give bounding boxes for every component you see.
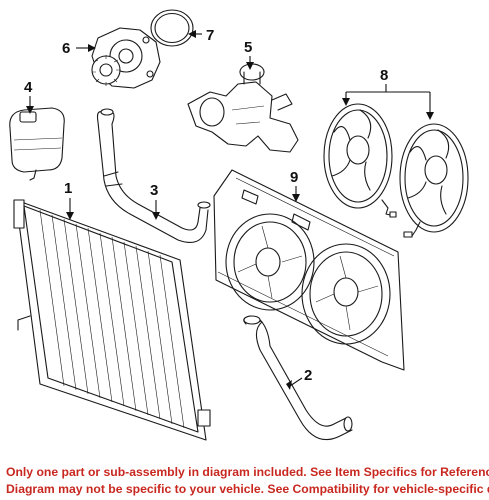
callout-1: 1 xyxy=(64,180,74,220)
lower-radiator-hose-drawing xyxy=(243,315,353,441)
callout-3: 3 xyxy=(150,182,160,220)
callout-7-label: 7 xyxy=(206,27,214,44)
callout-5: 5 xyxy=(244,39,254,70)
water-pump-drawing xyxy=(91,27,161,89)
diagram-disclaimer: Only one part or sub-assembly in diagram… xyxy=(0,462,489,500)
fan-motors-drawing xyxy=(323,103,469,238)
upper-radiator-hose-drawing xyxy=(96,108,211,243)
callout-4: 4 xyxy=(24,79,34,114)
callout-2: 2 xyxy=(286,367,312,390)
callout-6-label: 6 xyxy=(62,40,70,57)
disclaimer-line-1: Only one part or sub-assembly in diagram… xyxy=(6,465,489,479)
coolant-reservoir-drawing xyxy=(9,107,65,181)
parts-diagram: 1 2 3 4 5 6 7 8 9 xyxy=(9,9,469,441)
callout-3-label: 3 xyxy=(150,182,158,199)
callout-9: 9 xyxy=(290,169,300,202)
callout-8-label: 8 xyxy=(380,67,388,84)
callout-7: 7 xyxy=(188,27,214,44)
fan-shroud-drawing xyxy=(213,169,405,371)
callout-8: 8 xyxy=(342,67,434,120)
pump-gasket-drawing xyxy=(150,9,194,47)
thermostat-housing-drawing xyxy=(187,63,299,153)
callout-1-label: 1 xyxy=(64,180,72,197)
callout-6: 6 xyxy=(62,40,96,57)
callout-2-label: 2 xyxy=(304,367,312,384)
disclaimer-line-2: Diagram may not be specific to your vehi… xyxy=(6,482,489,496)
radiator-drawing xyxy=(13,199,211,441)
callout-5-label: 5 xyxy=(244,39,252,56)
callout-9-label: 9 xyxy=(290,169,298,186)
callout-4-label: 4 xyxy=(24,79,33,96)
